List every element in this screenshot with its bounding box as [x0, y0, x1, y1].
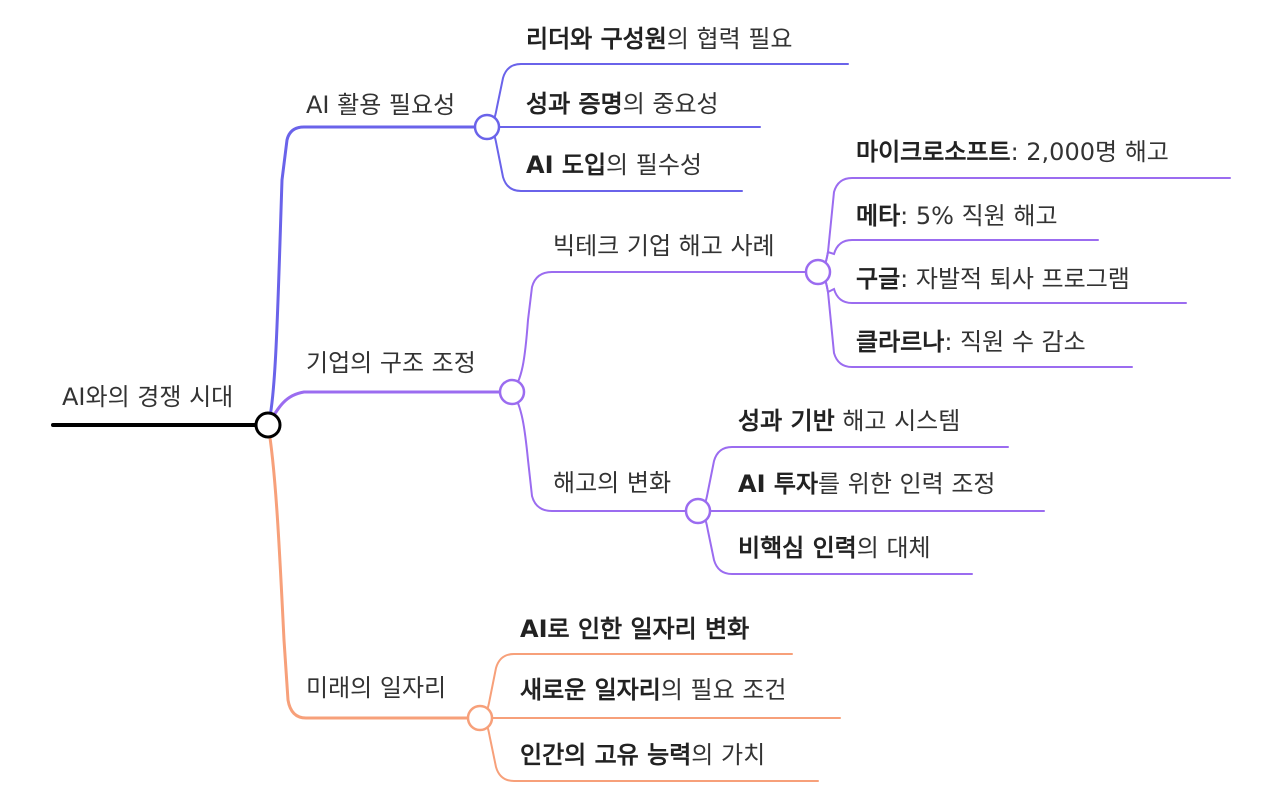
leaf-label: 마이크로소프트: 2,000명 해고 [856, 138, 1169, 166]
branch-label-restructuring: 기업의 구조 조정 [306, 349, 476, 377]
sub-branch-line [511, 391, 699, 512]
sub-branch-node-bigtech[interactable] [804, 258, 832, 286]
branch-label-ai-necessity: AI 활용 필요성 [306, 91, 456, 119]
sub-branch-node-layoff-change[interactable] [684, 497, 712, 525]
leaf-label: AI 투자를 위한 인력 조정 [738, 470, 996, 498]
branch-node-future-jobs[interactable] [466, 704, 494, 732]
leaf-label: 클라르나: 직원 수 감소 [856, 328, 1086, 356]
leaf-label: 성과 증명의 중요성 [526, 90, 719, 118]
branch-line-future-jobs [266, 423, 482, 720]
leaf-label: 인간의 고유 능력의 가치 [520, 741, 766, 769]
branch-node-ai-necessity[interactable] [473, 113, 501, 141]
leaf-label: AI 도입의 필수성 [526, 151, 702, 179]
leaf-label: 비핵심 인력의 대체 [738, 534, 931, 562]
branch-line-ai-necessity [266, 125, 489, 427]
root-node[interactable] [254, 411, 282, 439]
branch-line-restructuring [266, 390, 514, 427]
branch-label-future-jobs: 미래의 일자리 [306, 674, 447, 702]
leaf-label: 새로운 일자리의 필요 조건 [520, 676, 787, 704]
sub-branch-line [511, 271, 819, 393]
leaf-label: 성과 기반 해고 시스템 [738, 407, 961, 435]
leaf-label: 구글: 자발적 퇴사 프로그램 [856, 265, 1130, 293]
leaf-label: 리더와 구성원의 협력 필요 [526, 25, 793, 53]
root-label: AI와의 경쟁 시대 [62, 383, 234, 411]
branch-node-restructuring[interactable] [498, 378, 526, 406]
sub-branch-label-bigtech-layoffs: 빅테크 기업 해고 사례 [553, 232, 775, 260]
leaf-label: AI로 인한 일자리 변화 [520, 615, 750, 643]
leaf-label: 메타: 5% 직원 해고 [856, 202, 1058, 230]
sub-branch-label-layoff-change: 해고의 변화 [553, 469, 672, 497]
